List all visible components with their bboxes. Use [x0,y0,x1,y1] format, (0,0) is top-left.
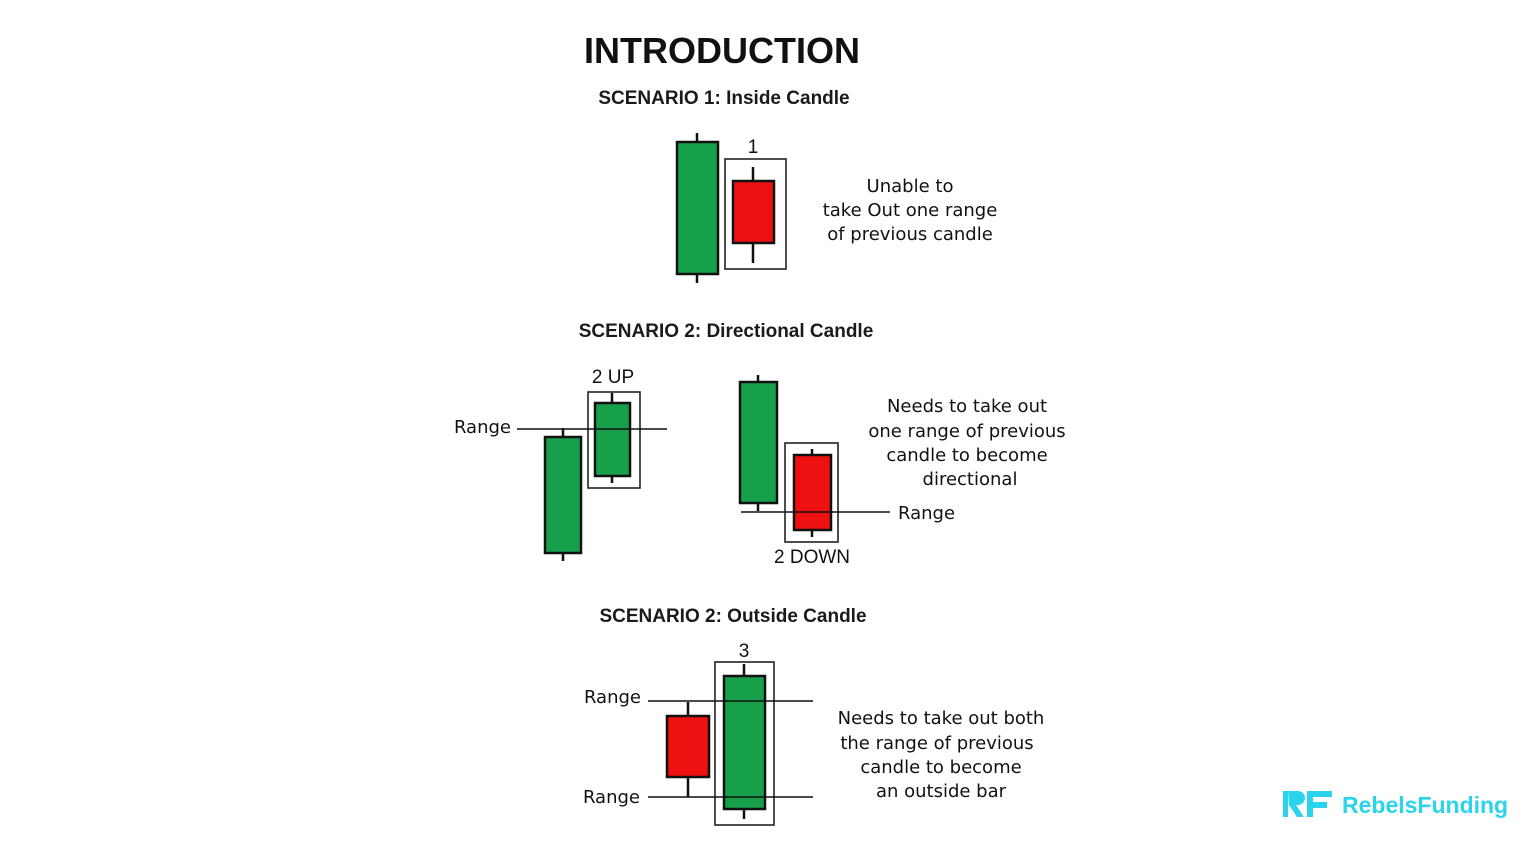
bearish-candle [665,714,711,779]
note-line: Unable to [867,176,954,197]
bullish-2up-candle [593,401,632,478]
candle-marker-1: 1 [748,137,759,158]
scenario-2: SCENARIO 2: Directional Candle Range 2 U… [454,321,1066,568]
scenario-3-heading: SCENARIO 2: Outside Candle [599,606,866,627]
candle-marker-3: 3 [739,641,750,662]
bullish-candle [543,435,583,555]
note-line: Needs to take out both [838,708,1045,729]
scenario-3: SCENARIO 2: Outside Candle Range Range 3… [583,606,1045,826]
scenario-1-heading: SCENARIO 1: Inside Candle [598,88,849,109]
scenario-2-heading: SCENARIO 2: Directional Candle [579,321,874,342]
range-label: Range [454,417,511,438]
bullish-candle [738,380,779,505]
scenario-1: SCENARIO 1: Inside Candle 1 Unable to ta… [598,88,997,283]
range-label: Range [898,503,955,524]
note-line: of previous candle [827,224,993,245]
bullish-candle [675,140,720,276]
2up-label: 2 UP [592,367,634,388]
bearish-inside-candle [731,179,776,245]
note-line: one range of previous [868,421,1065,442]
page-title: INTRODUCTION [584,30,860,71]
note-line: directional [923,469,1018,490]
note-line: take Out one range [823,200,998,221]
brand-name: RebelsFunding [1342,792,1508,818]
note-line: an outside bar [876,781,1007,802]
note-line: the range of previous [840,733,1033,754]
2down-label: 2 DOWN [774,547,850,568]
range-label: Range [584,687,641,708]
logo-icon [1283,791,1332,817]
highlight-box [724,158,787,270]
highlight-box [784,442,839,543]
bullish-outside-candle [722,674,767,811]
rebelsfunding-logo: RebelsFunding [1283,791,1508,818]
highlight-box [587,391,641,489]
note-line: candle to become [886,445,1047,466]
note-line: Needs to take out [887,396,1047,417]
range-label: Range [583,787,640,808]
note-line: candle to become [860,757,1021,778]
highlight-box [714,661,775,826]
bearish-2down-candle [792,453,833,532]
